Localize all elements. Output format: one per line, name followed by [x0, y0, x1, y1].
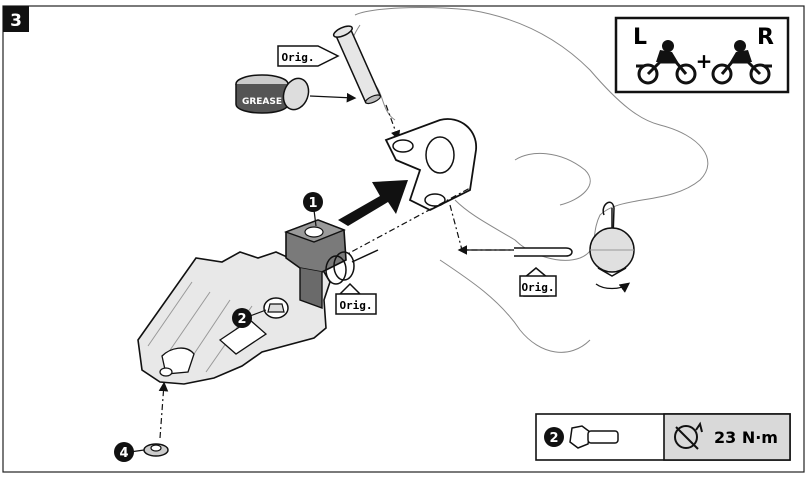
grease-lid [282, 77, 310, 111]
spring [325, 249, 379, 285]
svg-text:Orig.: Orig. [339, 299, 372, 312]
pin [332, 25, 382, 105]
torque-part-badge [544, 427, 564, 447]
bracket [384, 118, 477, 212]
axis-line [339, 187, 471, 259]
clip-axis-line [449, 204, 520, 251]
frame-outline-4 [439, 259, 591, 353]
diagram-frame [2, 5, 805, 473]
orig-tag-spring: Orig. [335, 282, 377, 315]
grease-label: GREASE [242, 97, 282, 107]
cotter-pin [514, 247, 573, 257]
torque-part-number: 2 [549, 431, 558, 446]
pivot-block [283, 219, 347, 309]
svg-text:4: 4 [119, 446, 128, 461]
torque-value: 23 N·m [714, 428, 778, 447]
orig-tag-pin: Orig. [277, 45, 340, 67]
footpeg-bolt [263, 297, 289, 319]
orig-tag-clip: Orig. [519, 267, 557, 297]
right-side-label: R [757, 25, 774, 50]
cotter-pin-detail [589, 201, 635, 293]
grease-can: GREASE [235, 74, 310, 114]
motorcycle-rider-icon [636, 40, 697, 85]
step-number: 3 [10, 11, 22, 31]
svg-text:2: 2 [237, 312, 246, 327]
washer [143, 443, 169, 457]
step-badge: 3 [3, 6, 29, 32]
svg-text:Orig.: Orig. [281, 51, 314, 64]
callout-1: 1 [303, 192, 323, 227]
callout-4: 4 [114, 442, 145, 462]
svg-text:1: 1 [308, 196, 317, 211]
side-panel: L R + [614, 16, 790, 94]
left-side-label: L [633, 25, 647, 50]
torque-wrench-icon [674, 421, 703, 450]
plus-sign: + [696, 49, 713, 73]
grease-arrow [309, 92, 357, 103]
direction-arrow [338, 180, 408, 226]
pin-insert-line [385, 104, 401, 141]
frame-outline-3 [514, 152, 591, 206]
callout-2: 2 [232, 308, 267, 328]
svg-text:Orig.: Orig. [521, 281, 554, 294]
torque-spec: 2 23 N·m [535, 413, 791, 461]
hex-bolt-icon [569, 425, 619, 449]
washer-insert-line [158, 381, 169, 439]
motorcycle-rider-icon [711, 40, 772, 85]
